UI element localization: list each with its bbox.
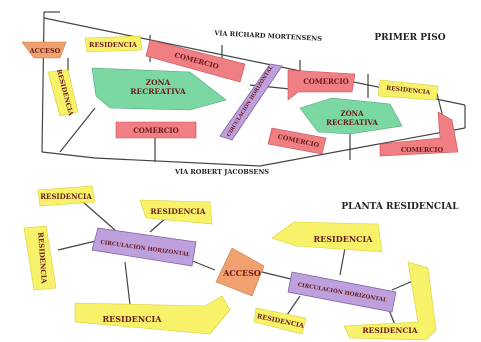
connector-line (57, 239, 101, 251)
residencia-label: RESIDENCIA (314, 234, 374, 244)
comercio-block (287, 69, 356, 101)
residencia-block (23, 225, 57, 291)
primer-piso-section: RESIDENCIA RESIDENCIA RESIDENCIA ACCESO … (21, 11, 466, 176)
planta-residencial-section: RESIDENCIA RESIDENCIA RESIDENCIA RESIDEN… (23, 185, 459, 341)
zona-recreativa-label: ZONA (146, 78, 171, 87)
residencia-label: RESIDENCIA (150, 207, 205, 216)
circulacion-horizontal-block (287, 271, 397, 313)
residencia-block (47, 69, 79, 117)
bottom-street-line (41, 127, 466, 167)
zona-recreativa-block (299, 97, 403, 135)
residencia-label: RESIDENCIA (103, 314, 163, 324)
comercio-block (115, 121, 197, 139)
connector-line (261, 271, 296, 281)
zona-recreativa-block (91, 67, 227, 111)
acceso-block (215, 247, 265, 297)
divider-line (59, 107, 96, 153)
residencia-block (74, 295, 231, 335)
planta-residencial-title: PLANTA RESIDENCIAL (341, 202, 459, 212)
comercio-label: COMERCIO (303, 77, 349, 86)
street-label-bottom: VÍA ROBERT JACOBSENS (174, 167, 269, 176)
connector-line (189, 259, 216, 271)
residencia-block (139, 199, 213, 225)
residencia-label: RESIDENCIA (36, 232, 49, 285)
acceso-label: ACCESO (222, 268, 261, 278)
connector-line (339, 247, 346, 276)
residencia-block (84, 35, 143, 53)
zona-recreativa-label: RECREATIVA (130, 87, 186, 96)
circulacion-horizontal-block (219, 63, 283, 141)
residencia-block (343, 261, 437, 341)
comercio-block (379, 111, 459, 157)
residencia-block (37, 185, 96, 207)
primer-piso-title: PRIMER PISO (374, 33, 445, 43)
comercio-label: COMERCIO (401, 146, 444, 154)
comercio-block (267, 127, 327, 155)
residencia-label: RESIDENCIA (386, 85, 431, 97)
comercio-label: COMERCIO (133, 126, 179, 135)
zona-recreativa-label: RECREATIVA (326, 118, 378, 127)
zona-recreativa-label: ZONA (340, 109, 364, 118)
residencia-label: RESIDENCIA (362, 326, 417, 335)
acceso-block (21, 41, 67, 59)
residencia-label: RESIDENCIA (40, 192, 92, 201)
residencia-block (377, 79, 439, 101)
comercio-block (145, 39, 246, 83)
residencia-block (253, 307, 307, 335)
left-boundary (41, 17, 45, 153)
residencia-label: RESIDENCIA (89, 41, 138, 49)
circulacion-horizontal-block (91, 227, 197, 267)
residencia-block (271, 221, 383, 253)
acceso-label: ACCESO (29, 47, 61, 55)
connector-line (124, 261, 131, 306)
street-label-top: VÍA RICHARD MORTENSENS (213, 28, 322, 43)
